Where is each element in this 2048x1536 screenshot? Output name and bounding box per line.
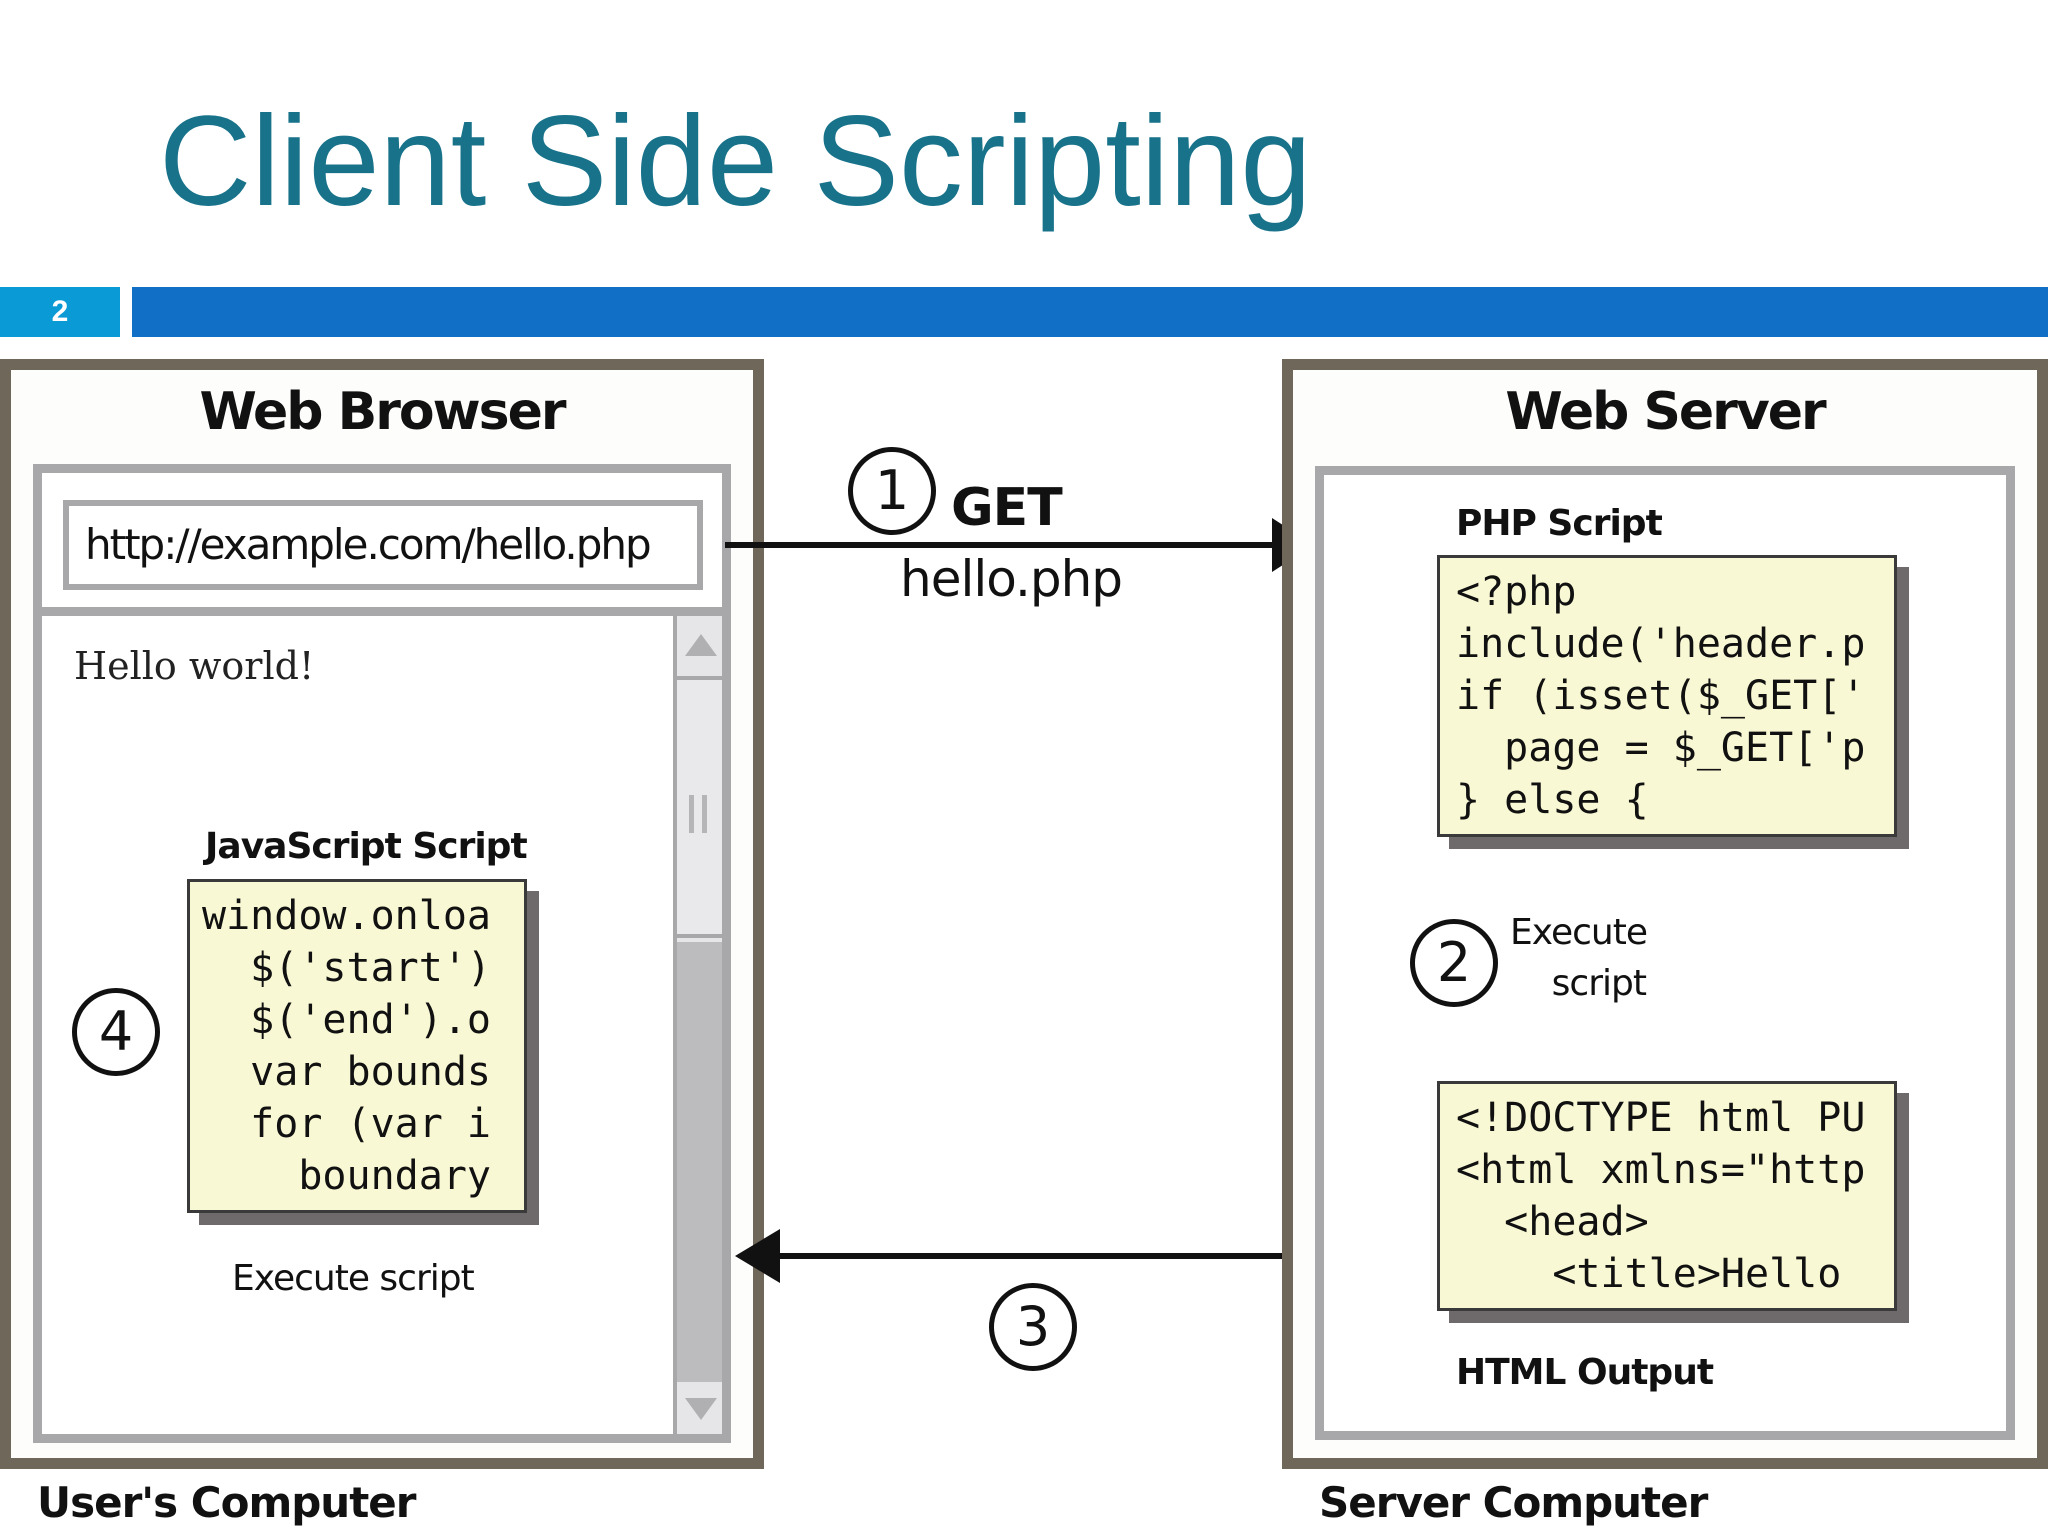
code-line: <!DOCTYPE html PU (1456, 1095, 1866, 1141)
code-line: <title>Hello (1456, 1251, 1842, 1297)
grip-icon (689, 795, 707, 833)
scrollbar-thumb[interactable] (677, 676, 722, 938)
html-output-box: <!DOCTYPE html PU <html xmlns="http <head… (1437, 1081, 1897, 1311)
js-code-box: window.onloa $('start') $('end').o var b… (187, 879, 527, 1213)
code-line: include('header.p (1456, 621, 1866, 667)
server-computer-caption: Server Computer (1319, 1478, 1708, 1527)
scroll-down-arrow-icon[interactable] (685, 1398, 717, 1420)
step-1-badge: 1 (848, 447, 936, 535)
response-arrowhead-icon (735, 1229, 780, 1283)
step-4-badge: 4 (72, 988, 160, 1076)
php-script-label: PHP Script (1456, 503, 1663, 544)
scrollbar[interactable] (673, 616, 722, 1434)
code-line: } else { (1456, 777, 1649, 823)
code-line: if (isset($_GET[' (1456, 673, 1866, 719)
scroll-up-arrow-icon[interactable] (685, 634, 717, 656)
url-bar[interactable]: http://example.com/hello.php (63, 500, 703, 590)
code-line: <html xmlns="http (1456, 1147, 1866, 1193)
code-line: $('end').o (202, 997, 491, 1043)
code-line: <head> (1456, 1199, 1649, 1245)
slide-number: 2 (0, 287, 120, 337)
header-bar (132, 287, 2048, 337)
users-computer-caption: User's Computer (37, 1478, 416, 1527)
step-3-badge: 3 (989, 1283, 1077, 1371)
url-text: http://example.com/hello.php (85, 520, 652, 569)
scroll-track[interactable] (677, 942, 722, 1382)
code-line: window.onloa (202, 893, 491, 939)
execute-label-line1: Execute (1510, 912, 1648, 953)
step-2-badge: 2 (1410, 919, 1498, 1007)
execute-label-line2: script (1551, 963, 1647, 1004)
web-browser-heading: Web Browser (199, 382, 566, 442)
page-text: Hello world! (74, 644, 315, 688)
web-server-heading: Web Server (1505, 382, 1826, 442)
code-line: var bounds (202, 1049, 491, 1095)
request-file: hello.php (900, 550, 1123, 608)
execute-script-label: Execute script (232, 1258, 475, 1299)
request-method: GET (951, 478, 1063, 538)
code-line: page = $_GET['p (1456, 725, 1866, 771)
address-divider (42, 607, 722, 616)
code-line: for (var i (202, 1101, 491, 1147)
code-line: <?php (1456, 569, 1577, 615)
code-line: $('start') (202, 945, 491, 991)
js-script-label: JavaScript Script (205, 826, 528, 867)
code-line: boundary (202, 1153, 491, 1199)
html-output-label: HTML Output (1456, 1352, 1714, 1393)
slide-title: Client Side Scripting (159, 90, 1312, 233)
